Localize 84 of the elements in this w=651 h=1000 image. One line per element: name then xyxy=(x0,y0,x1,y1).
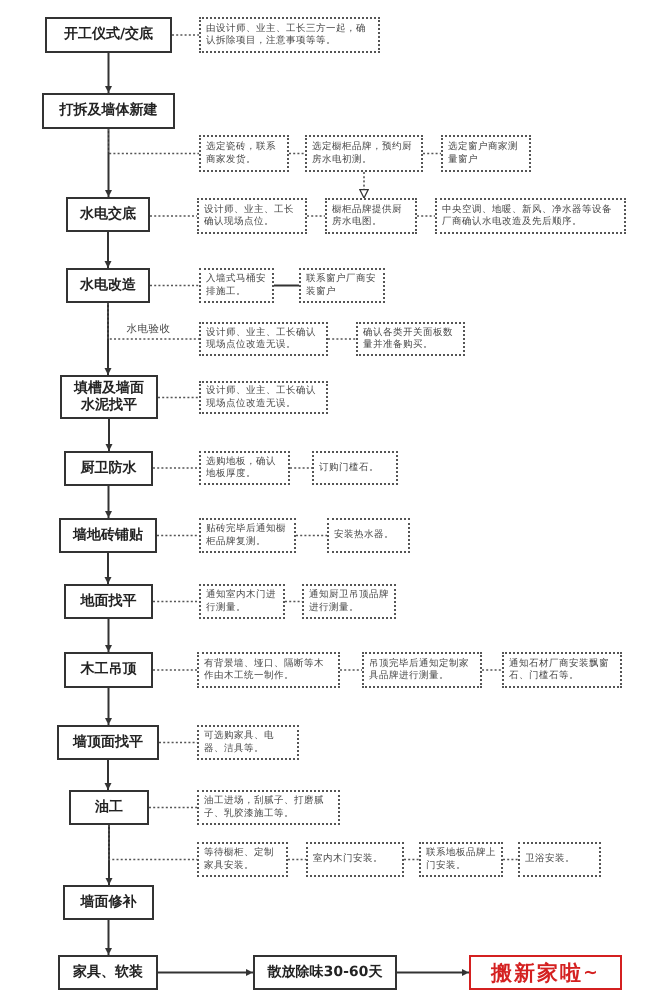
dotted-connector xyxy=(153,669,197,671)
note-box: 联系地板品牌上门安装。 xyxy=(419,842,503,877)
dotted-connector xyxy=(107,303,199,340)
dotted-connector xyxy=(108,825,197,860)
dotted-connector xyxy=(149,806,197,808)
dotted-connector xyxy=(290,467,312,469)
step-box: 墙面修补 xyxy=(63,885,154,920)
arrow xyxy=(397,969,469,976)
arrow xyxy=(105,619,112,652)
note-box: 可选购家具、电器、洁具等。 xyxy=(197,725,299,760)
step-box: 散放除味30-60天 xyxy=(253,955,397,990)
note-box: 室内木门安装。 xyxy=(306,842,404,877)
dotted-connector xyxy=(172,34,199,36)
note-box: 联系窗户厂商安装窗户 xyxy=(299,268,385,303)
note-box: 油工进场，刮腻子、打磨腻子、乳胶漆施工等。 xyxy=(197,790,340,825)
step-box: 填槽及墙面水泥找平 xyxy=(60,375,158,419)
dotted-connector xyxy=(108,129,199,154)
dotted-connector xyxy=(159,742,197,744)
dotted-connector xyxy=(150,215,197,217)
arrow xyxy=(106,825,112,885)
note-box: 安装热水器。 xyxy=(327,518,410,553)
note-box: 设计师、业主、工长确认现场点位。 xyxy=(197,198,307,234)
note-box: 卫浴安装。 xyxy=(518,842,601,877)
note-box: 入墙式马桶安排施工。 xyxy=(199,268,274,303)
step-box: 水电交底 xyxy=(66,197,150,232)
arrow xyxy=(106,419,112,451)
note-box: 选购地板，确认地板厚度。 xyxy=(199,451,290,485)
step-box: 水电改造 xyxy=(66,268,150,303)
arrow xyxy=(359,172,369,199)
dotted-connector xyxy=(153,467,199,469)
note-box: 选定瓷砖，联系商家发货。 xyxy=(199,135,289,172)
note-box: 通知石材厂商安装飘窗石、门槛石等。 xyxy=(502,652,622,688)
step-box: 墙顶面找平 xyxy=(57,725,159,760)
step-box: 木工吊顶 xyxy=(64,652,153,688)
note-box: 中央空调、地暖、新风、净水器等设备厂商确认水电改造及先后顺序。 xyxy=(435,198,626,234)
step-box: 家具、软装 xyxy=(58,955,158,990)
note-box: 吊顶完毕后通知定制家具品牌进行测量。 xyxy=(362,652,482,688)
note-box: 贴砖完毕后通知橱柜品牌复测。 xyxy=(199,518,296,553)
note-box: 通知厨卫吊顶品牌进行测量。 xyxy=(302,584,396,619)
note-box: 通知室内木门进行测量。 xyxy=(199,584,285,619)
step-box: 厨卫防水 xyxy=(64,451,153,486)
arrow xyxy=(105,920,112,955)
dotted-connector xyxy=(417,215,435,217)
step-box: 打拆及墙体新建 xyxy=(42,93,175,129)
arrow xyxy=(104,553,112,584)
arrow xyxy=(104,760,112,790)
note-box: 设计师、业主、工长确认现场点位改造无误。 xyxy=(199,322,328,356)
dotted-connector xyxy=(482,669,502,671)
step-box: 开工仪式/交底 xyxy=(45,17,172,53)
arrow xyxy=(104,232,112,268)
dotted-connector xyxy=(158,396,199,398)
dotted-connector xyxy=(296,534,327,536)
note-box: 选定橱柜品牌，预约厨房水电初测。 xyxy=(305,135,423,172)
dotted-connector xyxy=(307,215,325,217)
dotted-connector xyxy=(404,858,419,860)
note-box: 等待橱柜、定制家具安装。 xyxy=(197,842,288,877)
step-box: 油工 xyxy=(69,790,149,825)
note-box: 设计师、业主、工长确认现场点位改造无误。 xyxy=(199,381,328,414)
edge-label: 水电验收 xyxy=(124,322,172,336)
note-box: 有背景墙、垭口、隔断等木作由木工统一制作。 xyxy=(197,652,340,688)
note-box: 确认各类开关面板数量并准备购买。 xyxy=(356,322,465,356)
note-box: 橱柜品牌提供厨房水电图。 xyxy=(325,198,417,234)
arrow xyxy=(105,688,112,725)
note-box: 选定窗户商家测量窗户 xyxy=(441,135,531,172)
dotted-connector xyxy=(157,534,199,536)
dotted-connector xyxy=(503,858,518,860)
note-box: 订购门槛石。 xyxy=(312,451,398,485)
dotted-connector xyxy=(340,669,362,671)
dotted-connector xyxy=(150,284,199,286)
connector-line xyxy=(274,284,299,286)
arrow xyxy=(104,303,112,375)
arrow xyxy=(105,129,112,197)
note-box: 由设计师、业主、工长三方一起，确认拆除项目，注意事项等等。 xyxy=(199,17,380,53)
dotted-connector xyxy=(289,152,305,154)
arrow xyxy=(105,53,112,93)
step-box: 地面找平 xyxy=(64,584,153,619)
step-box: 墙地砖铺贴 xyxy=(59,518,157,553)
dotted-connector xyxy=(153,600,199,602)
arrow xyxy=(158,969,253,976)
arrow xyxy=(105,486,112,518)
dotted-connector xyxy=(328,338,356,340)
dotted-connector xyxy=(423,152,441,154)
dotted-connector xyxy=(285,600,302,602)
dotted-connector xyxy=(288,858,306,860)
